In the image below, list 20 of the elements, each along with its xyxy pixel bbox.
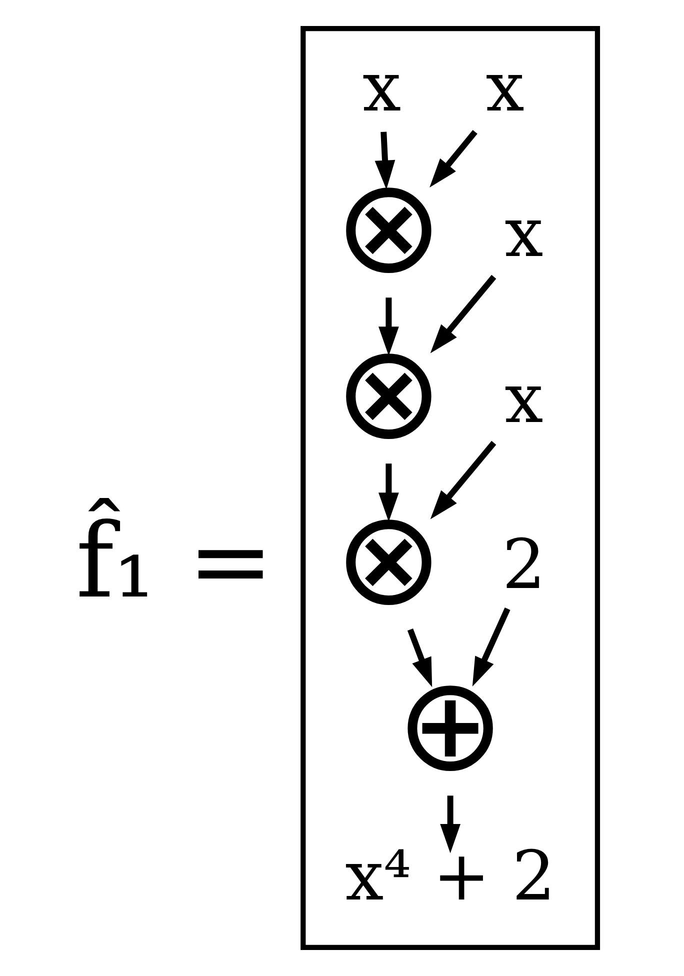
- arrow: [374, 132, 395, 190]
- node-text: x: [485, 48, 524, 128]
- node-text: x: [504, 359, 543, 440]
- node-text: ⊕: [395, 648, 504, 800]
- node-text: x: [504, 193, 543, 274]
- node-text: 2: [502, 525, 546, 606]
- arrow: [430, 440, 496, 520]
- arrow: [406, 628, 432, 688]
- arrow: [472, 608, 510, 686]
- arrow: [430, 274, 496, 354]
- node-text: x: [362, 48, 401, 128]
- node-text: ⊗: [334, 482, 443, 634]
- node-text: ⊗: [334, 150, 443, 302]
- arrow: [440, 796, 460, 854]
- arrow: [429, 130, 477, 188]
- node-text: ⊗: [334, 316, 443, 468]
- cluster: [300, 26, 600, 950]
- arrow: [378, 464, 398, 522]
- node-text: x⁴ + 2: [344, 836, 556, 917]
- arrow: [378, 298, 398, 356]
